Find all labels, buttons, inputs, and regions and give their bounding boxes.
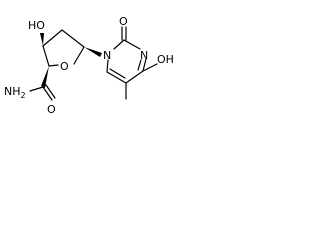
label-n3: N <box>140 49 148 62</box>
bond-amide-c-o-a <box>42 86 53 101</box>
bond-n3-c4-inner <box>137 59 142 71</box>
bond-c1-oring <box>73 46 85 65</box>
wedge-c4-amide <box>41 66 49 88</box>
bond-c2-c1 <box>61 29 85 48</box>
label-o-ring: O <box>60 60 69 73</box>
label-ho: HO <box>28 19 45 32</box>
bond-c6-n1 <box>106 59 109 73</box>
label-oh: OH <box>157 53 174 66</box>
label-nh2: NH2 <box>4 85 26 100</box>
pyrimidine-ring <box>106 39 147 84</box>
bond-n1-c2 <box>113 39 125 50</box>
label-nh2-subscript: 2 <box>21 91 26 100</box>
sugar-ring <box>42 29 85 67</box>
chemical-structure: HO O NH2 O N N O OH <box>4 15 174 116</box>
label-n1: N <box>103 49 111 62</box>
bond-c5-c6 <box>106 71 127 84</box>
bond-c4-c5 <box>125 70 144 84</box>
bond-c3-c2 <box>42 29 63 47</box>
label-o2: O <box>119 15 128 28</box>
bond-c4-oh <box>142 63 158 72</box>
bond-c5-c6-inner <box>109 68 126 79</box>
wedge-c1-n1 <box>84 47 102 57</box>
label-nh2-main: NH <box>4 85 21 98</box>
bond-c4-c3 <box>42 45 50 67</box>
bond-n3-c4 <box>142 58 147 72</box>
bond-amide-c-o-b <box>45 84 56 99</box>
bond-c2-n3 <box>123 39 141 50</box>
bond-amide-c-n <box>29 86 44 92</box>
bond-oring-c4 <box>48 64 59 67</box>
wedge-c3-oh <box>40 33 44 46</box>
label-o-amide: O <box>47 103 56 116</box>
